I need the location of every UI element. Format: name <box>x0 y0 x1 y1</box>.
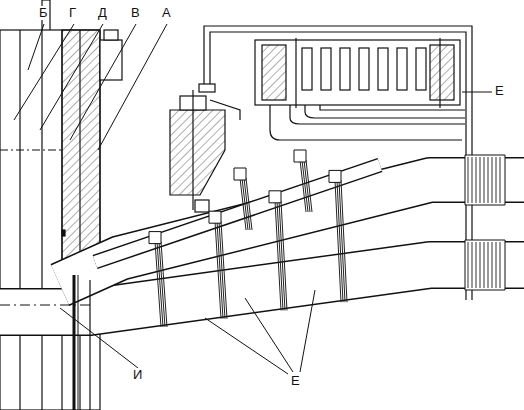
winding-band <box>246 178 252 230</box>
terminal-rib <box>476 242 477 288</box>
callout-letter: А <box>161 6 172 20</box>
terminal-rib <box>484 242 485 288</box>
terminal-rib <box>492 242 493 288</box>
terminal-rib <box>488 157 489 203</box>
spacer-block <box>294 150 306 162</box>
slot <box>416 48 426 90</box>
slot <box>378 48 388 90</box>
callout-letter: Б <box>38 6 49 20</box>
terminal-rib <box>484 157 485 203</box>
spacer-block <box>234 168 246 180</box>
terminal-rib <box>480 242 481 288</box>
slot <box>321 48 331 90</box>
terminal-rib <box>500 157 501 203</box>
spacer-block <box>329 170 341 182</box>
terminal-rib <box>500 242 501 288</box>
callout-letter: Е <box>290 374 301 388</box>
terminal-rib <box>480 157 481 203</box>
callout-letter: Е <box>494 84 505 98</box>
winding-band <box>341 180 347 302</box>
terminal-rib <box>468 242 469 288</box>
winding-band <box>221 221 227 319</box>
winding-band <box>306 160 312 212</box>
spacer-block <box>209 211 221 223</box>
slot <box>302 48 312 90</box>
terminal-rib <box>468 157 469 203</box>
callout-letter: Г <box>68 6 77 20</box>
callout-letter: И <box>132 368 143 382</box>
terminal-rib <box>488 242 489 288</box>
terminal-rib <box>472 157 473 203</box>
spacer-block <box>149 232 161 244</box>
spacer-block <box>269 191 281 203</box>
terminal-rib <box>472 242 473 288</box>
slot <box>340 48 350 90</box>
winding-band <box>281 201 287 311</box>
terminal-rib <box>496 157 497 203</box>
callout-letter: В <box>130 6 141 20</box>
callout-letter: Д <box>97 6 108 20</box>
terminal-rib <box>496 242 497 288</box>
terminal-rib <box>476 157 477 203</box>
slot <box>359 48 369 90</box>
slot <box>397 48 407 90</box>
winding-band <box>161 242 167 327</box>
terminal-rib <box>492 157 493 203</box>
